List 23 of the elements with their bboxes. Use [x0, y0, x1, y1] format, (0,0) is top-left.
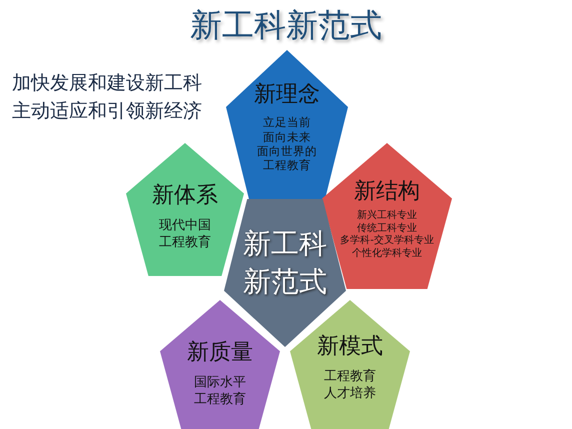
node-text: 新兴工科专业: [357, 210, 417, 222]
node-heading: 新体系: [152, 183, 218, 208]
node-heading: 新工科新范式: [242, 226, 328, 300]
node-heading: 新模式: [317, 334, 383, 360]
node-heading: 新结构: [354, 179, 420, 204]
node-text: 面向世界的: [257, 144, 317, 158]
subtitle-text: 加快发展和建设新工科: [12, 71, 202, 96]
node-text: 工程教育: [194, 392, 246, 408]
node-text: 现代中国: [159, 218, 211, 234]
title: 新工科新范式: [189, 5, 383, 46]
node-text: 面向未来: [263, 130, 311, 144]
node-text: 工程教育: [159, 234, 211, 251]
node-text: 工程教育: [263, 158, 311, 173]
node-text: 多学科-交叉学科专业: [340, 235, 434, 248]
node-text: 立足当前: [263, 115, 311, 130]
node-heading: 新理念: [254, 82, 320, 108]
subtitle-text: 主动适应和引领新经济: [12, 99, 202, 124]
node-text: 工程教育: [324, 369, 376, 386]
node-heading: 新质量: [187, 340, 253, 366]
node-text: 个性化学科专业: [352, 248, 422, 260]
node-text: 传统工科专业: [357, 222, 417, 234]
node-text: 国际水平: [194, 375, 246, 392]
node-text: 人才培养: [324, 386, 376, 402]
